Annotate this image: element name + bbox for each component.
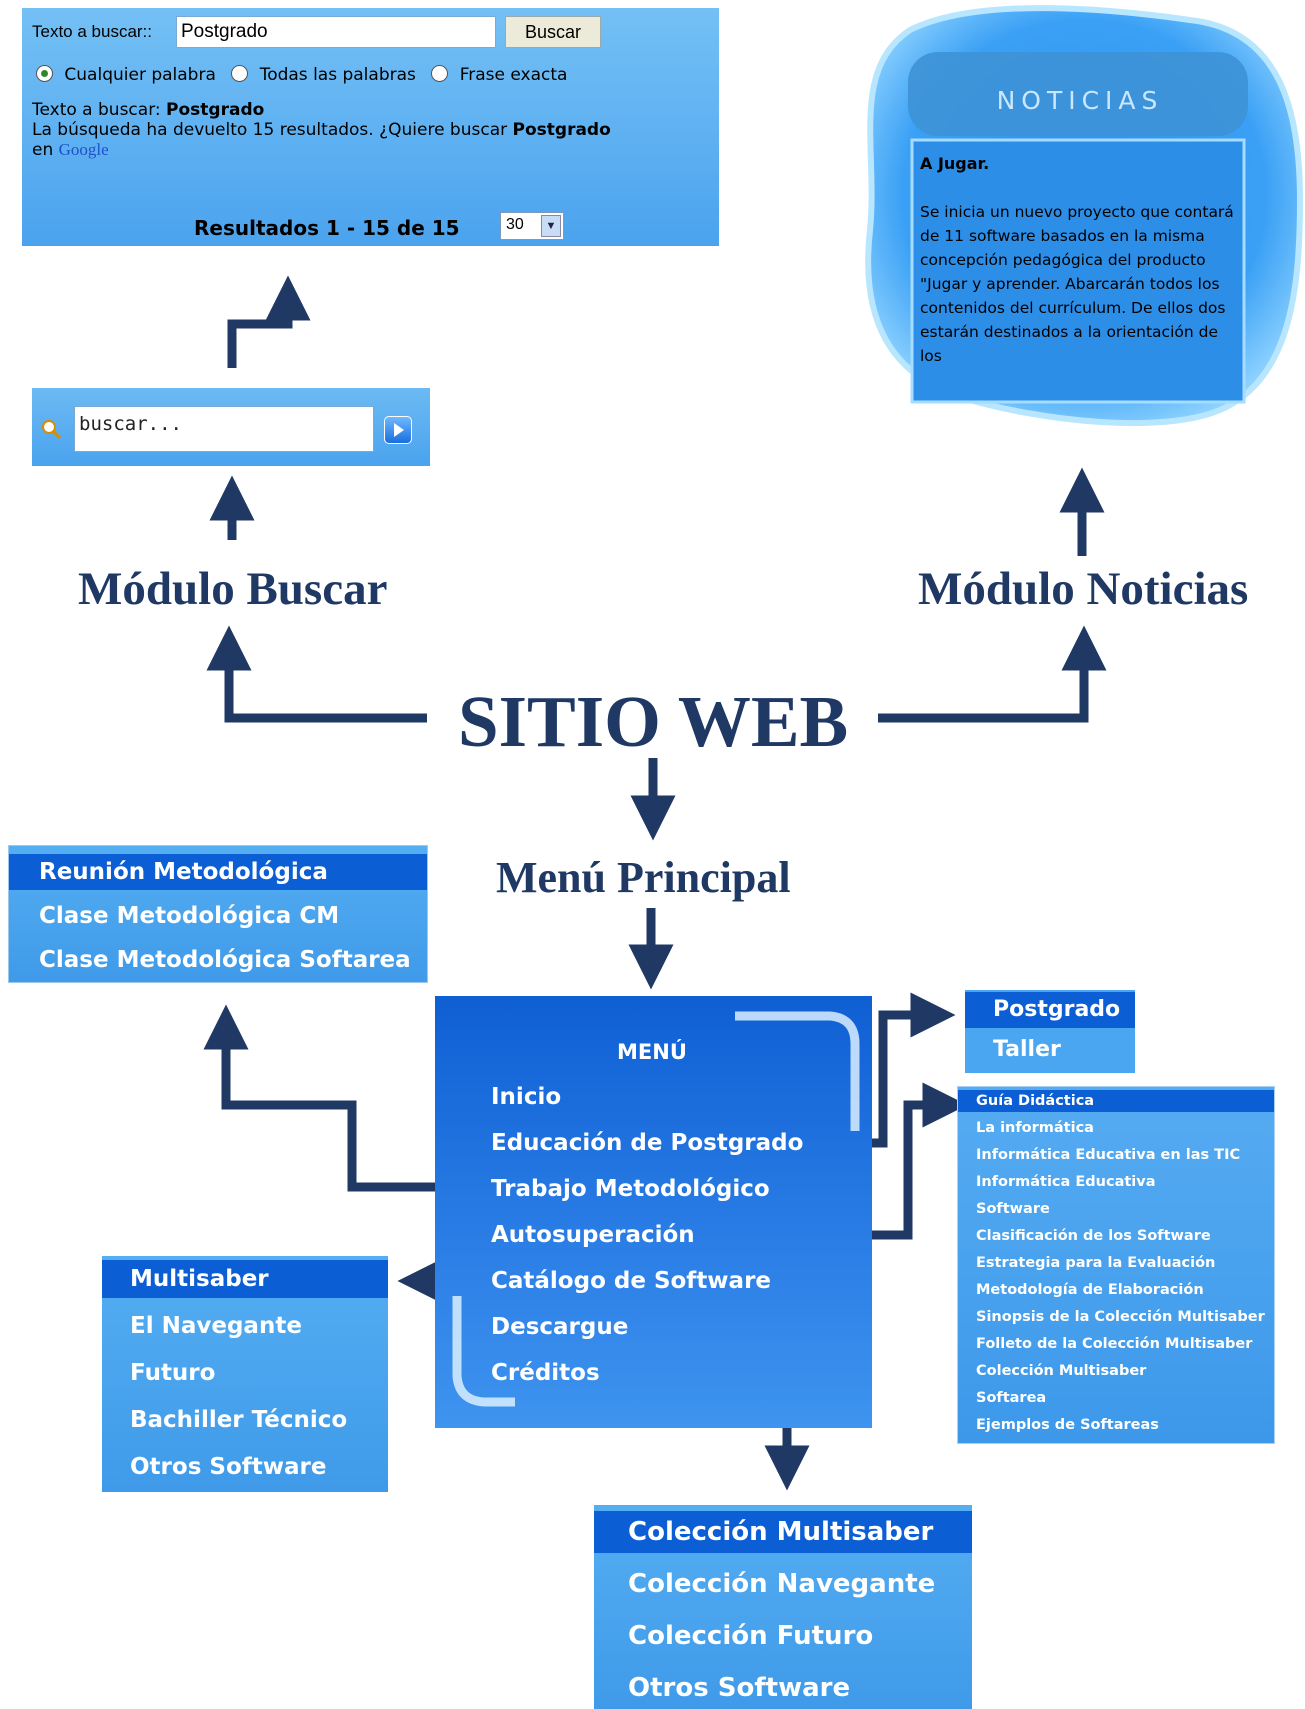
search-summary: Texto a buscar: Postgrado La búsqueda ha… — [32, 100, 722, 160]
submenu-item-el-navegante[interactable]: El Navegante — [130, 1313, 302, 1339]
submenu-item-la-informatica[interactable]: La informática — [976, 1120, 1094, 1136]
submenu-item-guia-didactica[interactable]: Guía Didáctica — [958, 1090, 1274, 1112]
menu-title: MENÚ — [617, 1040, 687, 1064]
submenu-item-coleccion-navegante[interactable]: Colección Navegante — [628, 1569, 936, 1599]
submenu-item-software[interactable]: Software — [976, 1201, 1050, 1217]
submenu-item-coleccion-multisaber[interactable]: Colección Multisaber — [976, 1363, 1147, 1379]
menu-item-autosuperacion[interactable]: Autosuperación — [491, 1222, 695, 1248]
submenu-item-postgrado[interactable]: Postgrado — [965, 992, 1135, 1028]
submenu-item-metodologia[interactable]: Metodología de Elaboración — [976, 1282, 1204, 1298]
result-bold: Postgrado — [512, 120, 611, 140]
query-value: Postgrado — [181, 21, 268, 42]
radio-exact-phrase[interactable] — [431, 65, 449, 82]
submenu-item-taller[interactable]: Taller — [993, 1037, 1061, 1062]
query-label: Texto a buscar:: — [32, 22, 153, 41]
radio-exact-phrase-label: Frase exacta — [459, 65, 568, 85]
buscar-button[interactable]: Buscar — [505, 16, 601, 48]
submenu-trabajo-metodologico: Reunión Metodológica Clase Metodológica … — [8, 845, 428, 983]
arrow-to-search-results — [227, 275, 311, 368]
label-modulo-noticias: Módulo Noticias — [918, 563, 1249, 615]
label-modulo-buscar: Módulo Buscar — [78, 563, 388, 615]
menu-item-descargue[interactable]: Descargue — [491, 1314, 629, 1340]
play-arrow-icon — [394, 423, 404, 437]
result-text: La búsqueda ha devuelto 15 resultados. ¿… — [32, 120, 508, 140]
menu-item-catalogo-software[interactable]: Catálogo de Software — [491, 1268, 772, 1294]
query-input[interactable]: Postgrado — [176, 16, 496, 48]
submenu-descargue: Colección Multisaber Colección Navegante… — [594, 1505, 972, 1709]
news-headline[interactable]: A Jugar. — [920, 154, 990, 173]
submenu-autosuperacion: Guía Didáctica La informática Informátic… — [957, 1086, 1275, 1444]
search-go-button[interactable] — [384, 416, 412, 444]
search-results-panel: Texto a buscar:: Postgrado Buscar Cualqu… — [22, 8, 719, 246]
news-blob — [865, 5, 1304, 427]
submenu-item-softarea[interactable]: Softarea — [976, 1390, 1047, 1406]
menu-item-inicio[interactable]: Inicio — [491, 1084, 562, 1110]
submenu-item-coleccion-multisaber-dl[interactable]: Colección Multisaber — [594, 1511, 972, 1553]
submenu-item-bachiller-tecnico[interactable]: Bachiller Técnico — [130, 1407, 348, 1433]
submenu-item-multisaber[interactable]: Multisaber — [102, 1260, 388, 1298]
submenu-item-sinopsis[interactable]: Sinopsis de la Colección Multisaber — [976, 1309, 1265, 1325]
submenu-item-clasificacion[interactable]: Clasificación de los Software — [976, 1228, 1211, 1244]
radio-all-words[interactable] — [231, 65, 249, 82]
label-sitio-web: SITIO WEB — [458, 681, 849, 762]
submenu-postgrado: Postgrado Taller — [965, 990, 1135, 1073]
search-box-module: buscar... — [32, 388, 430, 466]
arrow-metodologico — [203, 1004, 484, 1192]
radio-any-word[interactable] — [36, 65, 53, 82]
per-page-value: 30 — [506, 216, 524, 233]
submenu-item-reunion[interactable]: Reunión Metodológica — [9, 854, 427, 890]
summary-label: Texto a buscar: — [32, 100, 161, 120]
buscar-button-label: Buscar — [524, 22, 582, 42]
menu-item-trabajo-metodologico[interactable]: Trabajo Metodológico — [491, 1176, 770, 1202]
menu-decoration — [452, 1011, 860, 1407]
submenu-item-ejemplos-softareas[interactable]: Ejemplos de Softareas — [976, 1417, 1159, 1433]
search-placeholder: buscar... — [79, 413, 182, 435]
label-menu-principal: Menú Principal — [496, 853, 791, 902]
submenu-item-otros-software[interactable]: Otros Software — [130, 1454, 327, 1480]
search-icon — [42, 420, 62, 440]
submenu-item-clase-cm[interactable]: Clase Metodológica CM — [39, 903, 340, 929]
submenu-item-folleto[interactable]: Folleto de la Colección Multisaber — [976, 1336, 1253, 1352]
radio-any-word-label: Cualquier palabra — [64, 65, 216, 85]
chevron-down-icon: ▼ — [541, 215, 561, 237]
menu-item-creditos[interactable]: Créditos — [491, 1360, 600, 1386]
search-input[interactable]: buscar... — [74, 406, 374, 452]
search-mode-options: Cualquier palabra Todas las palabras Fra… — [36, 65, 567, 85]
submenu-catalogo: Multisaber El Navegante Futuro Bachiller… — [102, 1256, 388, 1492]
submenu-item-estrategia[interactable]: Estrategia para la Evaluación — [976, 1255, 1216, 1271]
submenu-item-coleccion-futuro[interactable]: Colección Futuro — [628, 1621, 874, 1651]
news-title: NOTICIAS — [996, 86, 1164, 115]
pagination-text: Resultados 1 - 15 de 15 — [194, 216, 460, 240]
submenu-item-informatica-tic[interactable]: Informática Educativa en las TIC — [976, 1147, 1241, 1163]
per-page-select[interactable]: 30 ▼ — [500, 212, 564, 240]
submenu-item-clase-softarea[interactable]: Clase Metodológica Softarea — [39, 947, 411, 973]
submenu-item-otros-software-dl[interactable]: Otros Software — [628, 1673, 851, 1703]
menu-item-educacion-postgrado[interactable]: Educación de Postgrado — [491, 1130, 804, 1156]
google-link[interactable]: Google — [58, 140, 109, 159]
news-body: Se inicia un nuevo proyecto que contará … — [920, 203, 1234, 365]
summary-value: Postgrado — [166, 100, 265, 120]
radio-all-words-label: Todas las palabras — [259, 65, 416, 85]
arrow-sitio-to-buscar — [206, 625, 427, 723]
main-menu: MENÚ Inicio Educación de Postgrado Traba… — [435, 996, 872, 1428]
submenu-item-informatica-educativa[interactable]: Informática Educativa — [976, 1174, 1156, 1190]
result-text-en: en — [32, 140, 54, 160]
submenu-item-futuro[interactable]: Futuro — [130, 1360, 216, 1386]
arrow-sitio-to-noticias — [878, 625, 1107, 723]
